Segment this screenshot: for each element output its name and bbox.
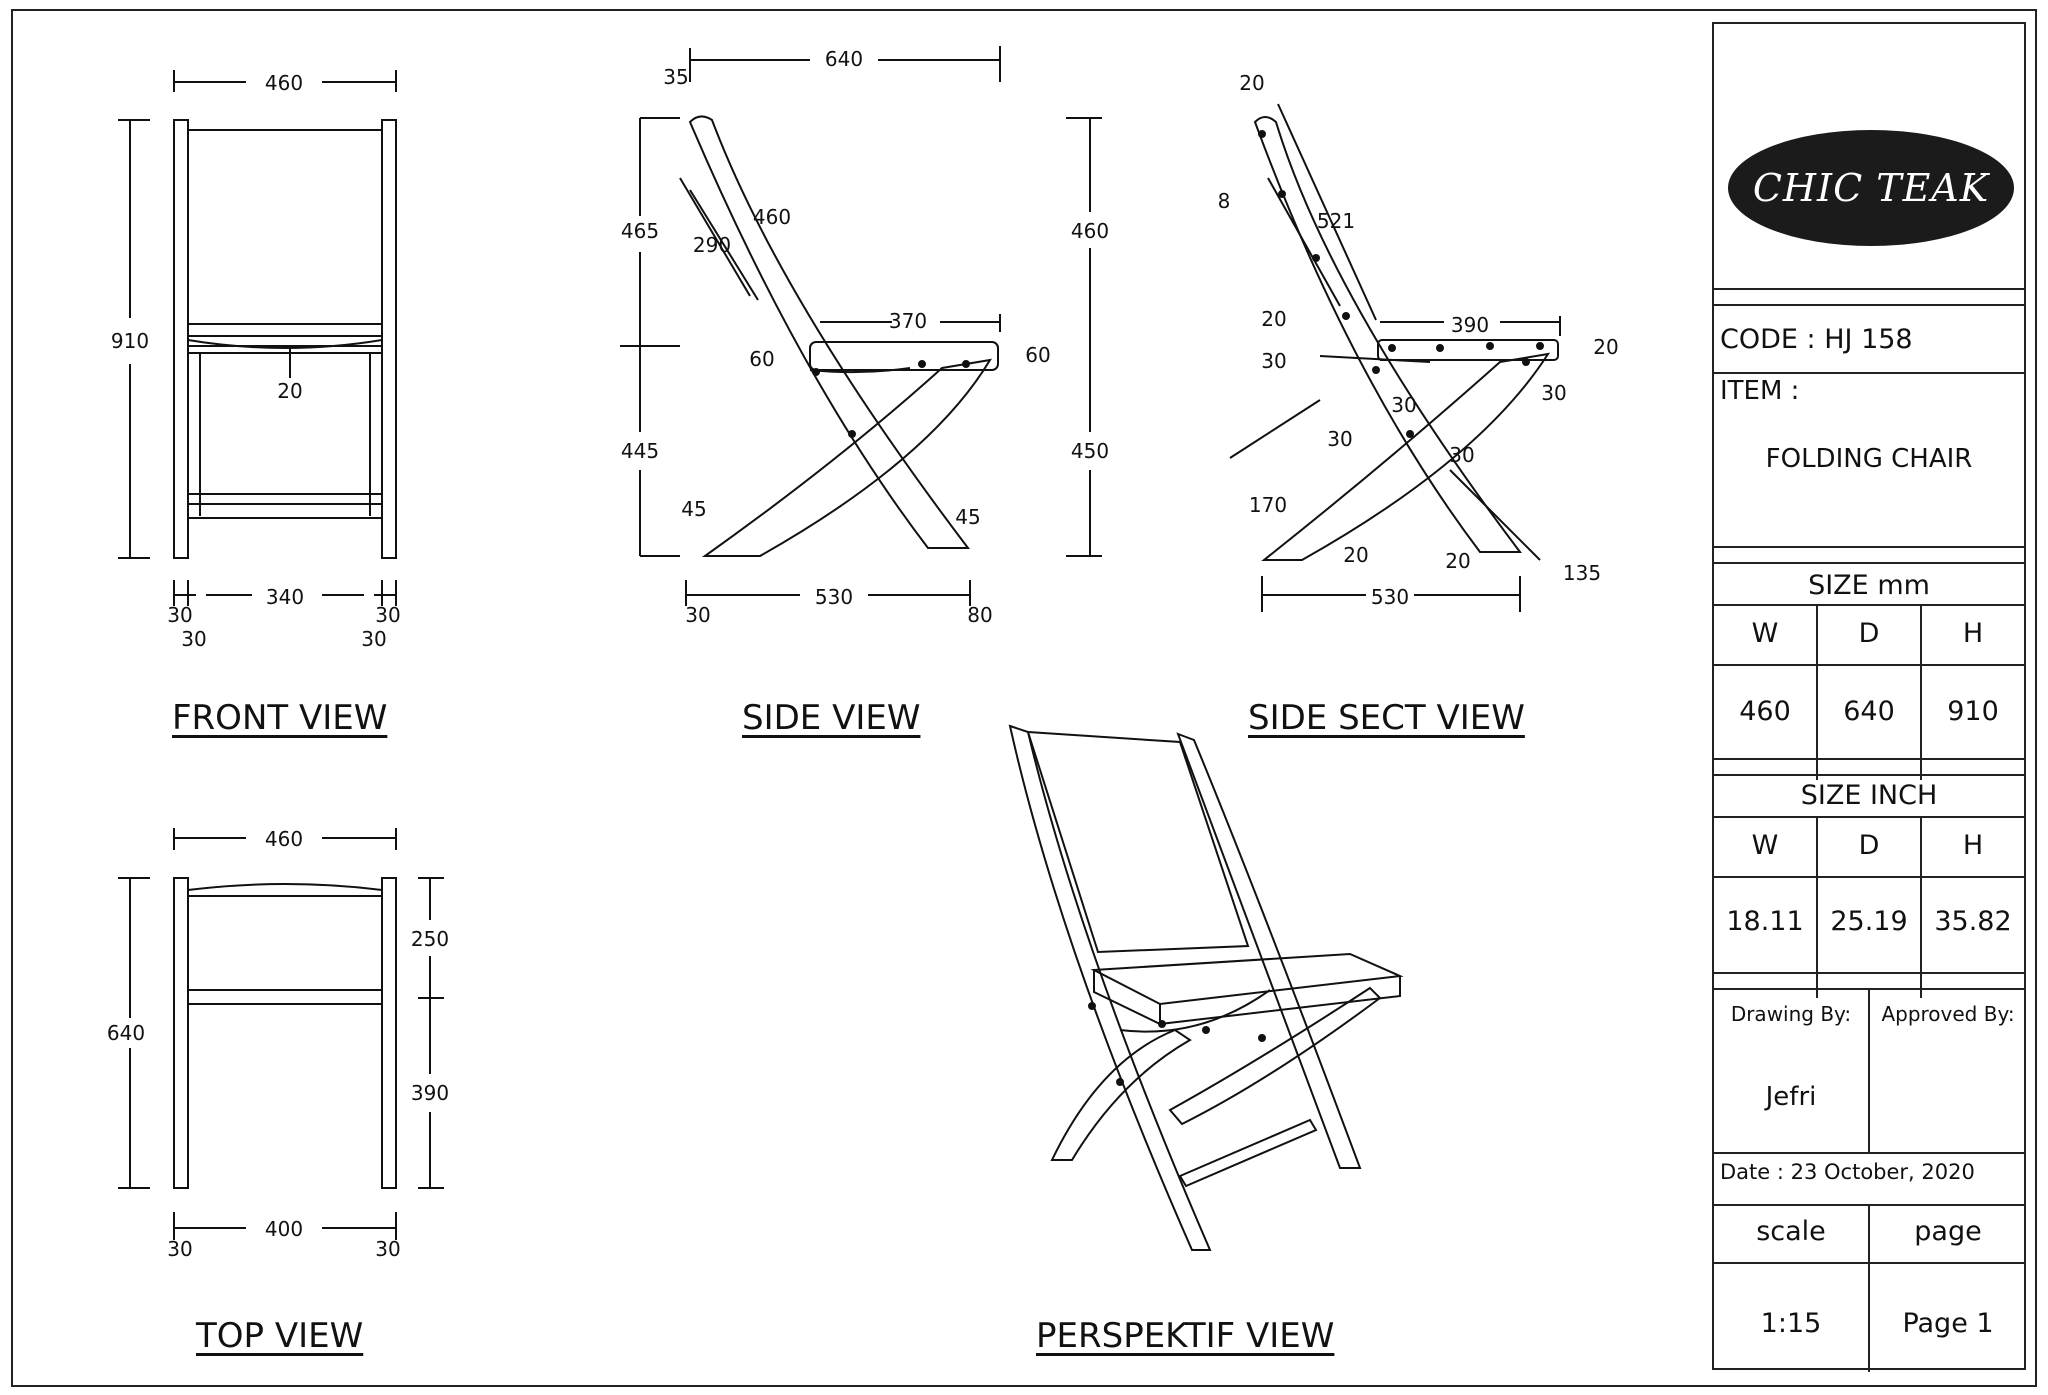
dim-sect-top: 20: [1239, 71, 1264, 95]
drawing-by-value: Jefri: [1765, 1082, 1817, 1112]
dim-side-depth: 640: [825, 47, 863, 71]
perspective-view: [1008, 724, 1404, 1251]
mm-w-value: 460: [1739, 696, 1791, 727]
chic-teak-logo: CHIC TEAK: [1728, 130, 2014, 246]
size-inch-label: SIZE INCH: [1800, 780, 1938, 811]
dim-side-back: 460: [753, 205, 791, 229]
date-text: Date : 23 October, 2020: [1720, 1160, 1975, 1184]
dim-side-offset-left: 30: [685, 603, 710, 627]
side-view-title: SIDE VIEW: [742, 698, 921, 738]
dim-front-width: 460: [265, 71, 303, 95]
scale-value: 1:15: [1760, 1308, 1822, 1339]
dim-side-foot-left: 45: [681, 497, 706, 521]
top-view: [118, 828, 444, 1240]
dim-top-width: 460: [265, 827, 303, 851]
inch-h-header: H: [1962, 830, 1984, 861]
approved-by-label: Approved By:: [1881, 1002, 2015, 1026]
code-text: CODE : HJ 158: [1720, 324, 1913, 355]
mm-w-header: W: [1751, 618, 1779, 649]
dim-front-l1: 30: [167, 603, 192, 627]
dim-sect-back: 521: [1317, 209, 1355, 233]
mm-h-header: H: [1962, 618, 1984, 649]
dim-top-depth: 640: [107, 1021, 145, 1045]
dim-side-right-lower: 450: [1071, 439, 1109, 463]
dim-sect-s4: 30: [1541, 381, 1566, 405]
inch-h-value: 35.82: [1934, 906, 2012, 937]
dim-top-front: 250: [411, 927, 449, 951]
dim-sect-seat: 390: [1451, 313, 1489, 337]
side-sect-view-title: SIDE SECT VIEW: [1248, 698, 1525, 738]
dim-sect-s1: 20: [1261, 307, 1286, 331]
dim-side-tilt: 35: [663, 65, 688, 89]
dim-sect-foot2: 20: [1445, 549, 1470, 573]
dim-side-seat: 370: [889, 309, 927, 333]
dim-side-t2: 60: [1025, 343, 1050, 367]
dim-top-left: 30: [167, 1237, 192, 1261]
page-value: Page 1: [1902, 1308, 1994, 1339]
front-view: [118, 70, 397, 606]
dim-sect-s6: 30: [1327, 427, 1352, 451]
dim-sect-leg: 170: [1249, 493, 1287, 517]
scale-label: scale: [1756, 1216, 1826, 1247]
dim-side-slot: 290: [693, 233, 731, 257]
dim-sect-s2: 30: [1261, 349, 1286, 373]
dim-front-r1: 30: [375, 603, 400, 627]
dim-sect-s3: 20: [1593, 335, 1618, 359]
inch-w-value: 18.11: [1726, 906, 1804, 937]
dim-sect-s7: 30: [1449, 443, 1474, 467]
dim-side-upper: 465: [621, 219, 659, 243]
dim-front-l2: 30: [181, 627, 206, 651]
mm-d-header: D: [1858, 618, 1880, 649]
logo-text: CHIC TEAK: [1752, 166, 1990, 210]
inch-d-value: 25.19: [1830, 906, 1908, 937]
dim-side-base: 530: [815, 585, 853, 609]
front-view-title: FRONT VIEW: [172, 698, 388, 738]
dim-front-seat: 20: [277, 379, 302, 403]
dim-top-back: 390: [411, 1081, 449, 1105]
dim-top-inner: 400: [265, 1217, 303, 1241]
dim-side-foot-right: 45: [955, 505, 980, 529]
dim-sect-rear: 135: [1563, 561, 1601, 585]
dim-side-t1: 60: [749, 347, 774, 371]
side-section-view: [1229, 103, 1561, 612]
dim-sect-pin: 8: [1218, 189, 1231, 213]
page-label: page: [1914, 1216, 1982, 1247]
top-view-title: TOP VIEW: [196, 1316, 364, 1356]
drawing-border: [11, 9, 2037, 1387]
dim-front-inner: 340: [266, 585, 304, 609]
inch-w-header: W: [1751, 830, 1779, 861]
dim-front-r2: 30: [361, 627, 386, 651]
dim-top-right: 30: [375, 1237, 400, 1261]
title-block: CHIC TEAK CODE : HJ 158 ITEM : FOLDING C…: [1712, 22, 2026, 1372]
dim-side-right-upper: 460: [1071, 219, 1109, 243]
mm-d-value: 640: [1843, 696, 1895, 727]
dim-front-height: 910: [111, 329, 149, 353]
dim-side-offset-right: 80: [967, 603, 992, 627]
mm-h-value: 910: [1947, 696, 1999, 727]
dim-sect-s5: 30: [1391, 393, 1416, 417]
item-label: ITEM :: [1720, 376, 1800, 406]
drawing-by-label: Drawing By:: [1730, 1002, 1852, 1026]
perspektif-view-title: PERSPEKTIF VIEW: [1036, 1316, 1335, 1356]
dim-sect-foot1: 20: [1343, 543, 1368, 567]
inch-d-header: D: [1858, 830, 1880, 861]
dim-sect-base: 530: [1371, 585, 1409, 609]
dim-side-lower: 445: [621, 439, 659, 463]
side-view: [620, 46, 1102, 606]
size-mm-label: SIZE mm: [1808, 570, 1930, 601]
item-value: FOLDING CHAIR: [1765, 444, 1973, 474]
